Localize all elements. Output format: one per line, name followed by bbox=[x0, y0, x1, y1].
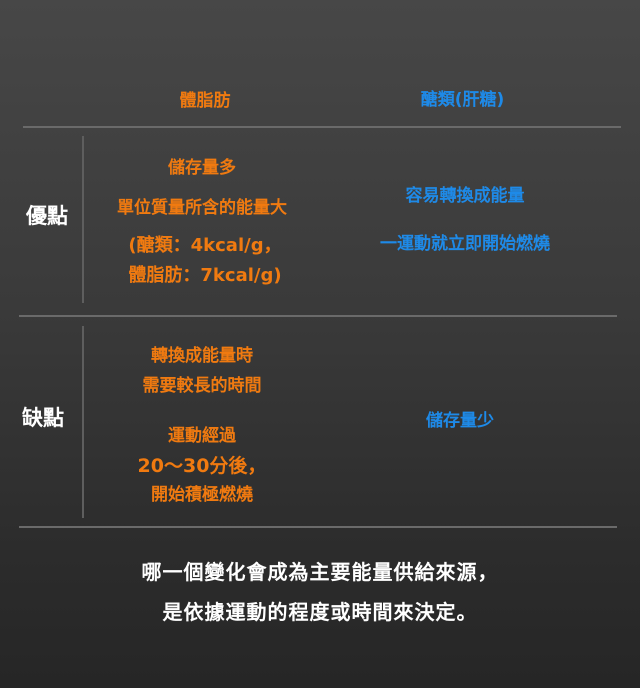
header-divider bbox=[23, 126, 621, 128]
disadvantage-carb-line-1: 儲存量少 bbox=[426, 411, 494, 431]
advantage-fat-line-3: (醣類：4kcal/g， bbox=[128, 235, 282, 256]
disadvantage-fat-line-3: 運動經過 bbox=[168, 426, 236, 446]
advantage-carb-line-2: 一運動就立即開始燃燒 bbox=[380, 234, 550, 254]
advantage-fat-line-4: 體脂肪：7kcal/g) bbox=[128, 265, 282, 286]
disadvantage-fat-line-2: 需要較長的時間 bbox=[142, 376, 262, 396]
header-fat: 體脂肪 bbox=[179, 91, 231, 111]
row-divider bbox=[19, 315, 617, 317]
table-bottom-divider bbox=[19, 526, 617, 528]
header-carb: 醣類(肝糖) bbox=[420, 90, 505, 110]
advantage-carb-line-1: 容易轉換成能量 bbox=[405, 186, 525, 206]
footer-line-1: 哪一個變化會成為主要能量供給來源， bbox=[141, 560, 499, 584]
advantage-fat-line-2: 單位質量所含的能量大 bbox=[117, 198, 287, 218]
footer-line-2: 是依據運動的程度或時間來決定。 bbox=[162, 600, 478, 624]
disadvantage-fat-line-1: 轉換成能量時 bbox=[151, 346, 253, 366]
disadvantage-fat-line-4: 20～30分後， bbox=[137, 455, 267, 477]
row-label-disadvantages: 缺點 bbox=[22, 406, 64, 430]
row-disadvantages-vertical-divider bbox=[82, 326, 84, 518]
row-advantages-vertical-divider bbox=[82, 136, 84, 303]
row-label-advantages: 優點 bbox=[26, 204, 68, 228]
advantage-fat-line-1: 儲存量多 bbox=[168, 158, 236, 178]
disadvantage-fat-line-5: 開始積極燃燒 bbox=[151, 485, 253, 505]
